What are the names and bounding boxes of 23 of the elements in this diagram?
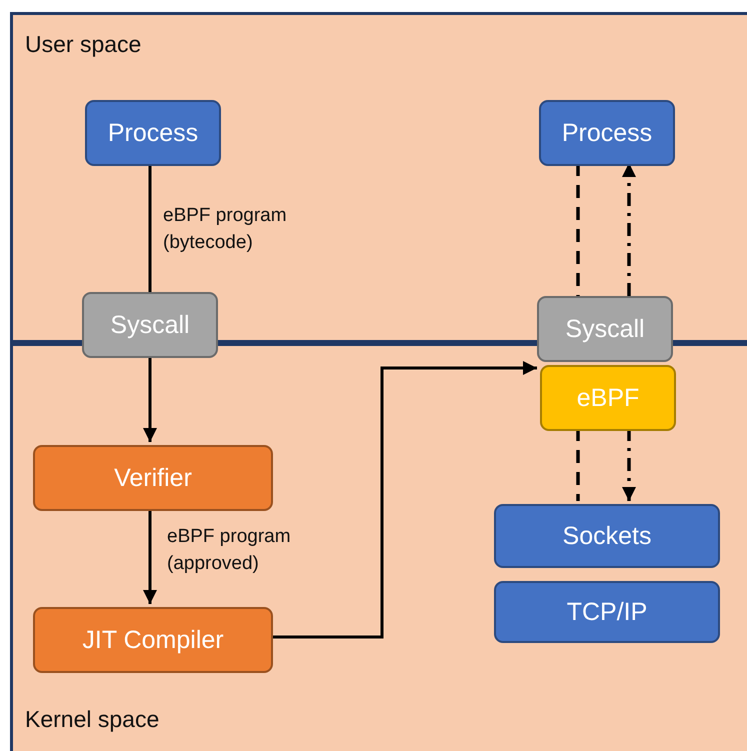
process-box: Sockets: [494, 504, 720, 568]
process-box: Process: [85, 100, 221, 166]
process-box: Syscall: [537, 296, 673, 362]
arrow: [622, 163, 636, 296]
arrow: [270, 361, 537, 638]
connector-line: [576, 163, 580, 296]
arrow: [143, 358, 157, 442]
process-box: TCP/IP: [494, 581, 720, 643]
process-box: Process: [539, 100, 675, 166]
connector-line: [576, 428, 580, 501]
arrow: [143, 508, 157, 604]
process-box: eBPF: [540, 365, 676, 431]
edge-label: eBPF program (bytecode): [163, 204, 288, 255]
region-label: Kernel space: [25, 706, 160, 733]
process-box: Verifier: [33, 445, 273, 511]
process-box: JIT Compiler: [33, 607, 273, 673]
region-band: [10, 343, 747, 751]
region-band: [10, 12, 747, 343]
region-label: User space: [25, 31, 142, 58]
connector-line: [148, 163, 152, 292]
edge-label: eBPF program (approved): [167, 525, 292, 576]
arrow: [622, 428, 636, 501]
process-box: Syscall: [82, 292, 218, 358]
